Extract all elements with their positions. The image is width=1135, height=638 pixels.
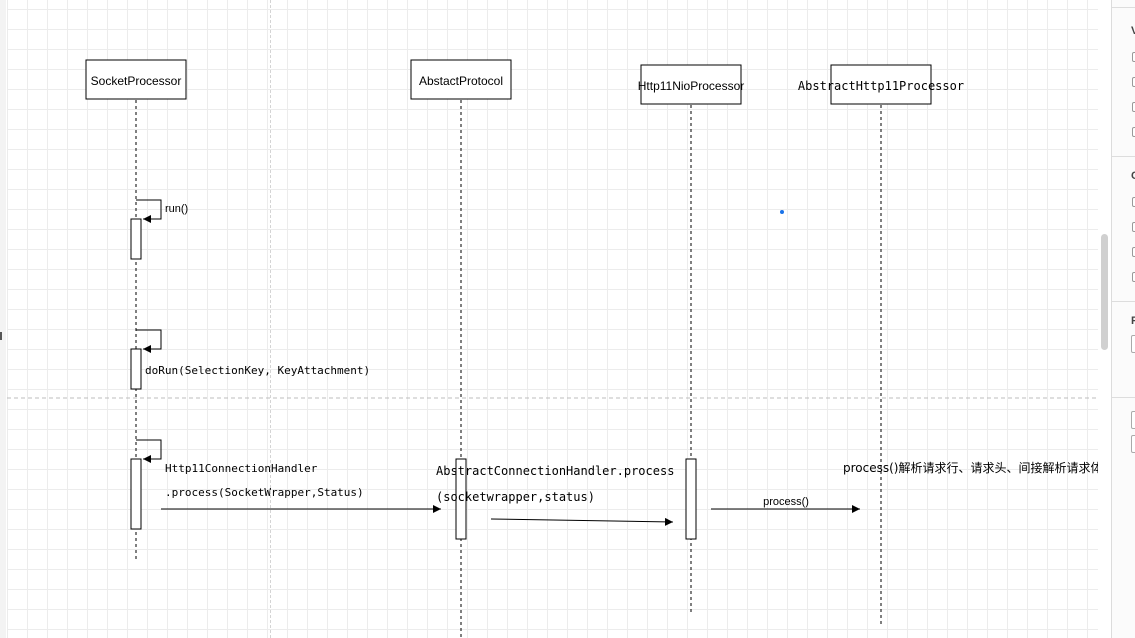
message-process-label: process() (763, 496, 809, 508)
sidebar-separator (1112, 156, 1135, 157)
page-divider (270, 0, 271, 638)
participant-abstract-http11-processor[interactable]: AbstractHttp11Processor (798, 64, 964, 105)
sequence-diagram[interactable]: SocketProcessor AbstactProtocol Http11Ni… (7, 0, 1098, 638)
sidebar-checkbox[interactable] (1132, 272, 1135, 282)
message-abstract-label-line1: AbstractConnectionHandler.process (436, 464, 674, 478)
canvas-edge-marker (0, 332, 2, 340)
sidebar-checkbox[interactable] (1132, 197, 1135, 207)
activation-abstact-protocol[interactable] (455, 458, 467, 540)
message-abstract-label-line2: (socketwrapper,status) (436, 490, 595, 504)
sidebar-separator (1112, 397, 1135, 398)
sidebar-checkbox[interactable] (1132, 77, 1135, 87)
sidebar-select[interactable] (1131, 335, 1135, 353)
sidebar-button[interactable] (1131, 435, 1135, 453)
participant-abstact-protocol[interactable]: AbstactProtocol (410, 59, 512, 100)
activation-run[interactable] (130, 218, 142, 260)
selection-dot (780, 210, 784, 214)
participant-label: AbstractHttp11Processor (798, 79, 964, 93)
participant-label: AbstactProtocol (419, 74, 503, 88)
sidebar-separator (1112, 7, 1135, 8)
sidebar-checkbox[interactable] (1132, 102, 1135, 112)
sidebar-section-c: C (1131, 170, 1135, 182)
message-handler-process[interactable]: Http11ConnectionHandler .process(SocketW… (161, 462, 441, 513)
message-do-run-label: doRun(SelectionKey, KeyAttachment) (145, 364, 370, 377)
sidebar-checkbox[interactable] (1132, 127, 1135, 137)
activation-handler[interactable] (130, 458, 142, 530)
participant-http11-nio-processor[interactable]: Http11NioProcessor (638, 64, 745, 105)
message-handler-self-call[interactable] (136, 439, 162, 463)
message-abstract-connection-handler[interactable]: AbstractConnectionHandler.process (socke… (436, 464, 674, 526)
sidebar-section-v: V (1131, 25, 1135, 37)
canvas-left-edge (0, 0, 6, 638)
sidebar-checkbox[interactable] (1132, 222, 1135, 232)
message-do-run[interactable]: doRun(SelectionKey, KeyAttachment) (136, 329, 370, 377)
activation-http11-nio-processor[interactable] (685, 458, 697, 540)
participant-socket-processor[interactable]: SocketProcessor (85, 59, 187, 100)
sidebar-checkbox[interactable] (1132, 247, 1135, 257)
sidebar-checkbox[interactable] (1132, 52, 1135, 62)
message-run[interactable]: run() (136, 199, 188, 223)
sidebar-button[interactable] (1131, 411, 1135, 429)
participant-label: Http11NioProcessor (638, 79, 745, 93)
process-note-label: process()解析请求行、请求头、间接解析请求体 (843, 460, 1098, 475)
participant-label: SocketProcessor (91, 74, 182, 88)
message-process[interactable]: process() (711, 496, 860, 513)
format-sidebar: V C P (1111, 0, 1135, 638)
diagram-canvas[interactable]: SocketProcessor AbstactProtocol Http11Ni… (7, 0, 1098, 638)
activation-do-run[interactable] (130, 348, 142, 390)
message-run-label: run() (165, 203, 188, 215)
sidebar-separator (1112, 301, 1135, 302)
message-handler-label-line1: Http11ConnectionHandler (165, 462, 318, 475)
message-handler-label-line2: .process(SocketWrapper,Status) (165, 486, 364, 499)
vertical-scrollbar[interactable] (1101, 234, 1108, 350)
sidebar-section-p: P (1131, 315, 1135, 327)
